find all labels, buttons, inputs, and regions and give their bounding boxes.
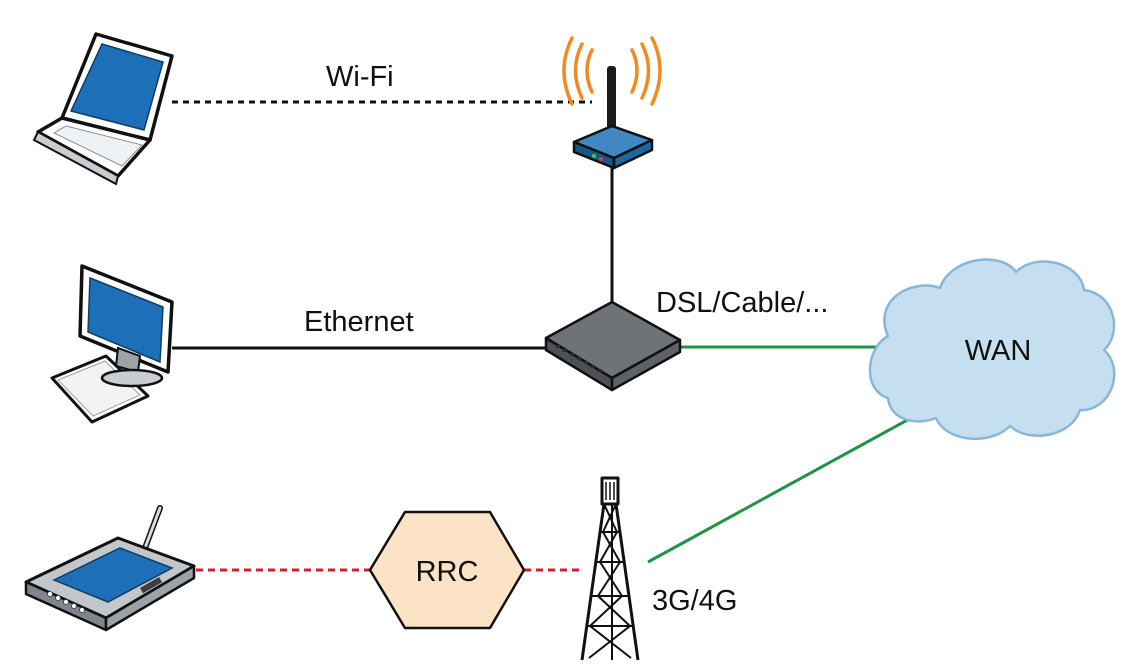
tablet-icon <box>24 505 196 632</box>
network-switch-icon <box>544 300 682 392</box>
dsl-cable-label: DSL/Cable/... <box>656 287 828 319</box>
wan-label: WAN <box>965 335 1032 367</box>
desktop-computer-icon <box>50 264 174 424</box>
mobile-backhaul-link <box>647 410 923 564</box>
cell-tower-icon <box>580 476 640 661</box>
laptop-icon <box>32 32 174 186</box>
cloud-icon <box>868 258 1116 440</box>
mobile-network-label: 3G/4G <box>652 585 737 617</box>
rrc-label: RRC <box>416 556 479 588</box>
rrc-node <box>368 510 526 630</box>
wifi-router-icon <box>562 36 662 170</box>
ethernet-label: Ethernet <box>304 306 414 338</box>
wifi-label: Wi-Fi <box>326 61 394 93</box>
